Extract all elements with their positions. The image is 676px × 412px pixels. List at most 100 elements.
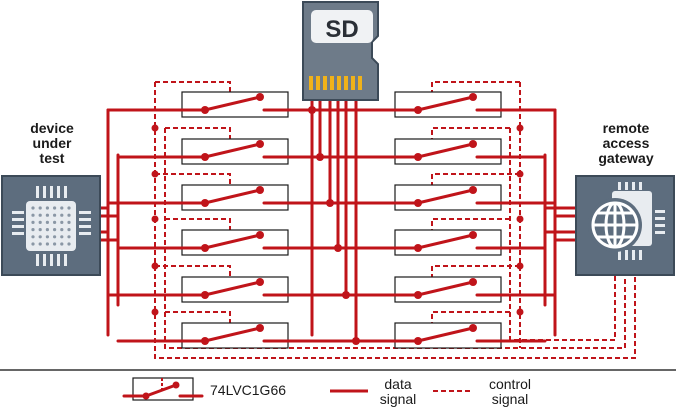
rag-line-2: access — [602, 135, 650, 151]
die-dot — [67, 213, 71, 217]
switch-pivot — [256, 140, 264, 148]
remote-access-gateway-icon — [575, 175, 675, 276]
die-dot — [38, 206, 42, 210]
switch-pivot — [414, 244, 422, 252]
analog-switch — [178, 229, 292, 256]
analog-switch — [391, 91, 505, 118]
switch-pivot — [469, 140, 477, 148]
analog-switch — [391, 276, 505, 303]
switch-pivot — [201, 337, 209, 345]
switch-pivot — [469, 324, 477, 332]
data-junctions — [308, 106, 360, 345]
analog-switch — [178, 276, 292, 303]
die-dot — [60, 213, 64, 217]
globe-icon — [588, 198, 642, 252]
switch-box — [394, 184, 502, 211]
switch-pivot — [256, 186, 264, 194]
analog-switch — [391, 184, 505, 211]
dut-line-2: under — [32, 135, 72, 151]
device-under-test-chip-icon — [1, 175, 101, 276]
analog-switch — [391, 322, 505, 349]
switch-pivot — [469, 231, 477, 239]
dut-line-1: device — [30, 120, 74, 136]
switch-pivot — [201, 106, 209, 114]
die-dot — [45, 242, 50, 246]
die-dot — [53, 228, 57, 232]
switch-pivot — [469, 93, 477, 101]
die-dot — [45, 235, 50, 239]
die-dot — [53, 206, 57, 210]
sd-pins — [309, 76, 362, 90]
die-dot — [45, 213, 50, 217]
legend-control-label: control signal — [476, 377, 544, 407]
switch-pivot — [256, 93, 264, 101]
remote-access-gateway-label: remote access gateway — [581, 121, 671, 166]
die-dot — [38, 228, 42, 232]
switch-box — [181, 184, 289, 211]
switch-pivot — [414, 106, 422, 114]
die-dot — [53, 213, 57, 217]
switch-box — [181, 276, 289, 303]
analog-switch — [178, 91, 292, 118]
legend-switch-label: 74LVC1G66 — [210, 382, 287, 398]
analog-switch — [391, 229, 505, 256]
rag-line-1: remote — [602, 120, 650, 136]
dut-line-3: test — [39, 150, 65, 166]
die-dot — [31, 206, 35, 210]
die-dot — [31, 213, 35, 217]
analog-switch — [178, 184, 292, 211]
die-dot — [60, 220, 64, 224]
switch-pivot — [256, 231, 264, 239]
die-dot — [67, 235, 71, 239]
switch-pivot — [201, 153, 209, 161]
analog-switch — [178, 322, 292, 349]
legend-data-line-1: data — [384, 376, 412, 392]
die-dot — [67, 228, 71, 232]
die-dot — [60, 242, 64, 246]
legend-data-label: data signal — [370, 377, 426, 407]
die-dot — [31, 235, 35, 239]
switch-pivot — [256, 324, 264, 332]
legend-data-line-2: signal — [379, 391, 417, 407]
die-dot — [38, 213, 42, 217]
switch-pivot — [201, 244, 209, 252]
die-dot — [67, 206, 71, 210]
die-dot — [53, 242, 57, 246]
switch-box — [181, 91, 289, 118]
switch-box — [181, 138, 289, 165]
die-dot — [31, 228, 35, 232]
switch-pivot — [201, 291, 209, 299]
die-dot — [38, 242, 42, 246]
legend-control-line-1: control — [488, 376, 532, 392]
switch-box — [394, 138, 502, 165]
die-dot — [45, 206, 50, 210]
switch-box — [394, 276, 502, 303]
switch-pivot — [414, 337, 422, 345]
switch-pivot — [469, 186, 477, 194]
switch-box — [181, 322, 289, 349]
switch-box — [394, 91, 502, 118]
switch-pivot — [414, 291, 422, 299]
die-dot — [31, 242, 35, 246]
die-dot — [67, 242, 71, 246]
switch-array — [178, 91, 505, 349]
device-under-test-label: device under test — [8, 121, 96, 166]
legend-switch-symbol — [122, 377, 204, 401]
switch-pivot — [201, 199, 209, 207]
analog-switch — [178, 138, 292, 165]
die-dot — [45, 220, 50, 224]
switch-box — [181, 229, 289, 256]
switch-box — [394, 322, 502, 349]
switch-pivot — [256, 278, 264, 286]
legend-control-line-2: signal — [491, 391, 529, 407]
die-dot — [45, 228, 50, 232]
die-dot — [38, 235, 42, 239]
sd-card-icon: SD — [302, 1, 379, 101]
rag-line-3: gateway — [598, 150, 654, 166]
data-lines — [98, 98, 580, 343]
switch-box — [394, 229, 502, 256]
die-dot — [53, 220, 57, 224]
switch-pivot — [414, 153, 422, 161]
